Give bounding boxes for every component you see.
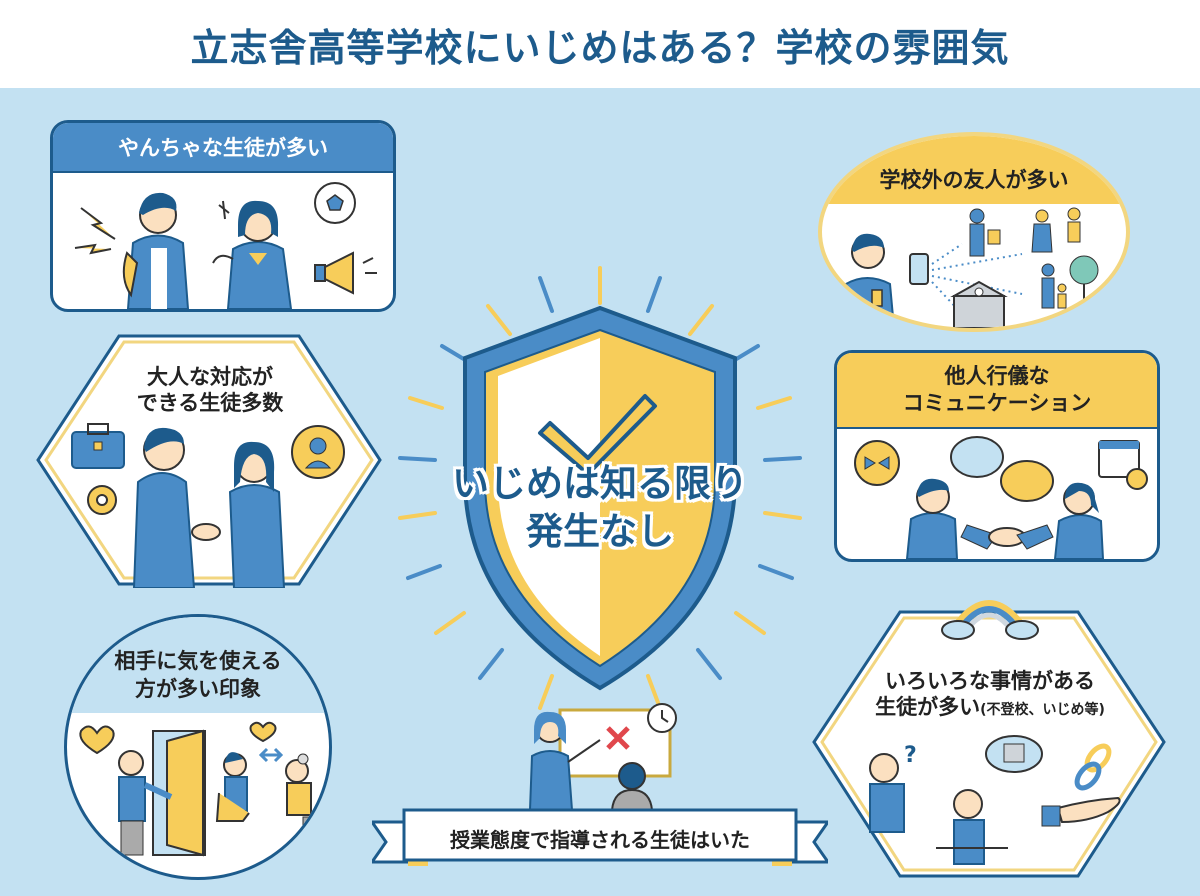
label-line2-main: 生徒が多い — [875, 695, 981, 720]
panel-considerate-people: 相手に気を使える 方が多い印象 — [64, 614, 332, 880]
gear-icon — [87, 485, 117, 515]
rainbow-icon — [941, 600, 1039, 640]
elderly-person-icon — [285, 753, 326, 838]
soccer-ball-icon — [314, 182, 356, 224]
center-message: いじめは知る限り 発生なし — [380, 460, 820, 556]
school-building-icon — [950, 280, 1008, 328]
panel-various-circumstances-label: いろいろな事情がある 生徒が多い(不登校、いじめ等) — [860, 668, 1120, 721]
label-line1: 他人行儀な — [944, 363, 1050, 388]
panel-header: 他人行儀な コミュニケーション — [837, 353, 1157, 429]
label-line1: 大人な対応が — [147, 365, 273, 389]
banner-ribbon — [372, 808, 828, 866]
briefcase-icon — [71, 423, 125, 469]
friends-walking-icon — [1031, 207, 1081, 253]
lightning-icon — [74, 207, 116, 255]
boy-with-phone-icon — [840, 233, 896, 328]
page-title: 立志舎高等学校にいじめはある？学校の雰囲気 — [190, 25, 1010, 70]
panel-header: 学校外の友人が多い — [822, 136, 1126, 204]
label-line1: いろいろな事情がある — [885, 669, 1095, 693]
header: 立志舎高等学校にいじめはある？学校の雰囲気 — [0, 0, 1200, 88]
person-left-icon — [905, 478, 959, 559]
megaphone-icon — [314, 251, 377, 295]
smartphone-icon — [909, 253, 929, 285]
door-holding-icon — [118, 729, 206, 857]
bow-face-icon — [854, 440, 900, 486]
panel-adult-response-label: 大人な対応が できる生徒多数 — [100, 364, 320, 417]
sad-person-icon — [936, 735, 1043, 865]
panel-illustration — [840, 207, 1099, 328]
handshake-icon — [960, 524, 1054, 550]
seated-girl-icon — [215, 752, 250, 822]
infographic-canvas: いじめは知る限り 発生なし やんちゃな生徒が多い — [0, 88, 1200, 896]
student-back-icon — [610, 762, 654, 810]
center-message-line2: 発生なし — [526, 510, 674, 554]
panel-outside-friends: 学校外の友人が多い — [818, 132, 1130, 332]
panel-illustration — [79, 721, 326, 857]
boy-with-backpack-icon — [122, 192, 190, 309]
label-line2: 方が多い印象 — [135, 676, 261, 701]
parent-child-park-icon — [1041, 255, 1099, 309]
label-line2: 生徒が多い(不登校、いじめ等) — [860, 694, 1120, 720]
panel-various-circumstances: ? — [812, 600, 1166, 878]
teacher-illustration — [528, 703, 677, 810]
girl-student-icon — [212, 200, 293, 309]
shield-check-icon — [463, 305, 737, 691]
calendar-clock-icon — [1098, 440, 1148, 490]
svg-text:?: ? — [904, 743, 917, 768]
shopping-person-icon — [969, 208, 1001, 257]
sunburst-rays — [398, 266, 802, 710]
speech-bubble-icon — [950, 436, 1054, 502]
label-line2-note: (不登校、いじめ等) — [980, 702, 1105, 719]
panel-adult-response — [36, 334, 382, 588]
panel-illustration — [854, 436, 1148, 559]
person-right-icon — [1053, 482, 1105, 559]
question-person-icon: ? — [869, 743, 917, 833]
label-line2: できる生徒多数 — [136, 391, 284, 416]
panel-illustration — [74, 182, 377, 309]
label-line1: 相手に気を使える — [114, 649, 282, 674]
heart-icon — [79, 721, 277, 755]
broken-chain-icon — [1041, 743, 1121, 827]
handshake-icon — [132, 427, 286, 588]
panel-yancha-students: やんちゃな生徒が多い — [50, 120, 396, 312]
two-way-arrow-icon — [258, 747, 284, 763]
person-speech-bubble-icon — [291, 425, 345, 479]
center-message-line1: いじめは知る限り — [452, 462, 748, 505]
panel-header: やんちゃな生徒が多い — [53, 123, 393, 173]
clock-icon — [647, 703, 677, 733]
label-line2: コミュニケーション — [902, 391, 1092, 415]
teacher-pointer-icon — [528, 711, 601, 810]
panel-header: 相手に気を使える 方が多い印象 — [67, 617, 329, 713]
banner-text: 授業態度で指導される生徒はいた — [450, 827, 750, 852]
panel-formal-communication: 他人行儀な コミュニケーション — [834, 350, 1160, 562]
